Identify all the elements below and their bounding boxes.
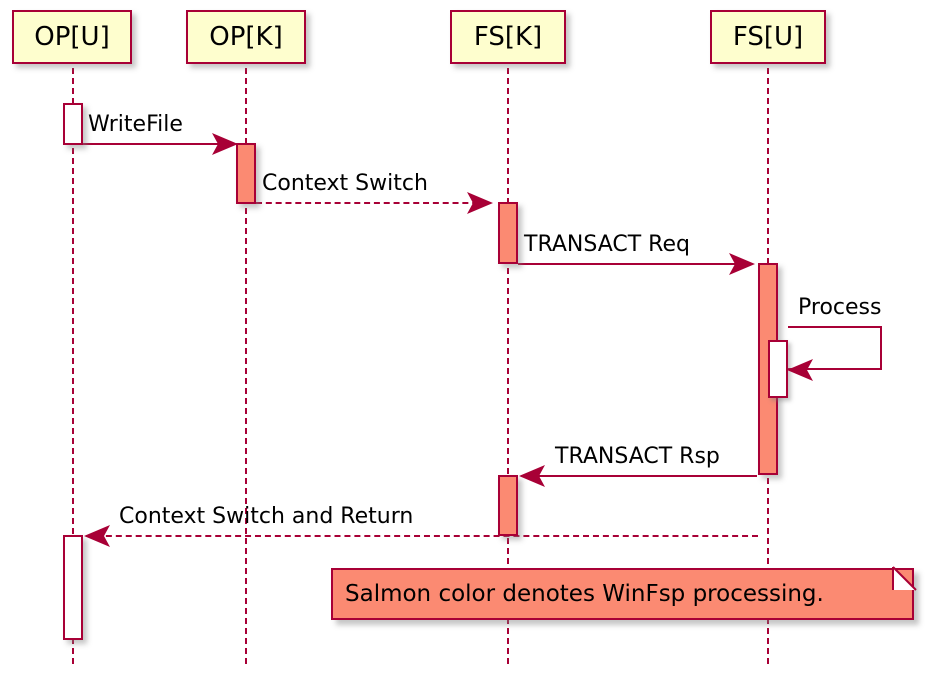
activation-fs-u-nested-process: [768, 340, 788, 398]
activation-op-k-1: [236, 143, 256, 204]
activation-op-u-2: [63, 535, 83, 640]
message-label-transact-req: TRANSACT Req: [524, 232, 690, 257]
participant-op-k-label: OP[K]: [209, 22, 283, 52]
participant-fs-u-label: FS[U]: [732, 22, 804, 52]
lifeline-fs-k: [507, 68, 509, 664]
arrowhead-writefile: [211, 131, 239, 157]
message-line-context-switch-return: [86, 535, 758, 537]
message-line-writefile: [83, 143, 229, 145]
message-selfcall-process: [788, 326, 882, 370]
message-line-transact-req: [518, 263, 750, 265]
arrowhead-transact-rsp: [518, 463, 546, 489]
arrowhead-process: [786, 357, 814, 383]
message-label-context-switch: Context Switch: [262, 171, 428, 196]
participant-fs-u[interactable]: FS[U]: [710, 10, 826, 64]
note-salmon-legend: Salmon color denotes WinFsp processing.: [331, 568, 914, 620]
lifeline-op-u: [72, 68, 74, 664]
arrowhead-context-switch-return: [83, 523, 111, 549]
message-line-context-switch: [256, 202, 488, 204]
participant-op-u[interactable]: OP[U]: [12, 10, 132, 64]
note-text: Salmon color denotes WinFsp processing.: [345, 580, 824, 607]
message-label-context-switch-return: Context Switch and Return: [119, 504, 414, 529]
message-line-transact-rsp: [521, 475, 757, 477]
participant-op-u-label: OP[U]: [34, 22, 110, 52]
message-label-transact-rsp: TRANSACT Rsp: [555, 444, 720, 469]
message-label-process: Process: [798, 295, 882, 320]
arrowhead-context-switch: [466, 190, 494, 216]
participant-fs-k[interactable]: FS[K]: [450, 10, 566, 64]
message-label-writefile: WriteFile: [88, 112, 183, 137]
activation-op-u-1: [63, 103, 83, 145]
lifeline-op-k: [245, 68, 247, 664]
activation-fs-k-2: [498, 475, 518, 536]
note-fold-corner-icon: [892, 566, 918, 592]
arrowhead-transact-req: [728, 251, 756, 277]
participant-op-k[interactable]: OP[K]: [186, 10, 306, 64]
activation-fs-k-1: [498, 202, 518, 264]
participant-fs-k-label: FS[K]: [473, 22, 543, 52]
